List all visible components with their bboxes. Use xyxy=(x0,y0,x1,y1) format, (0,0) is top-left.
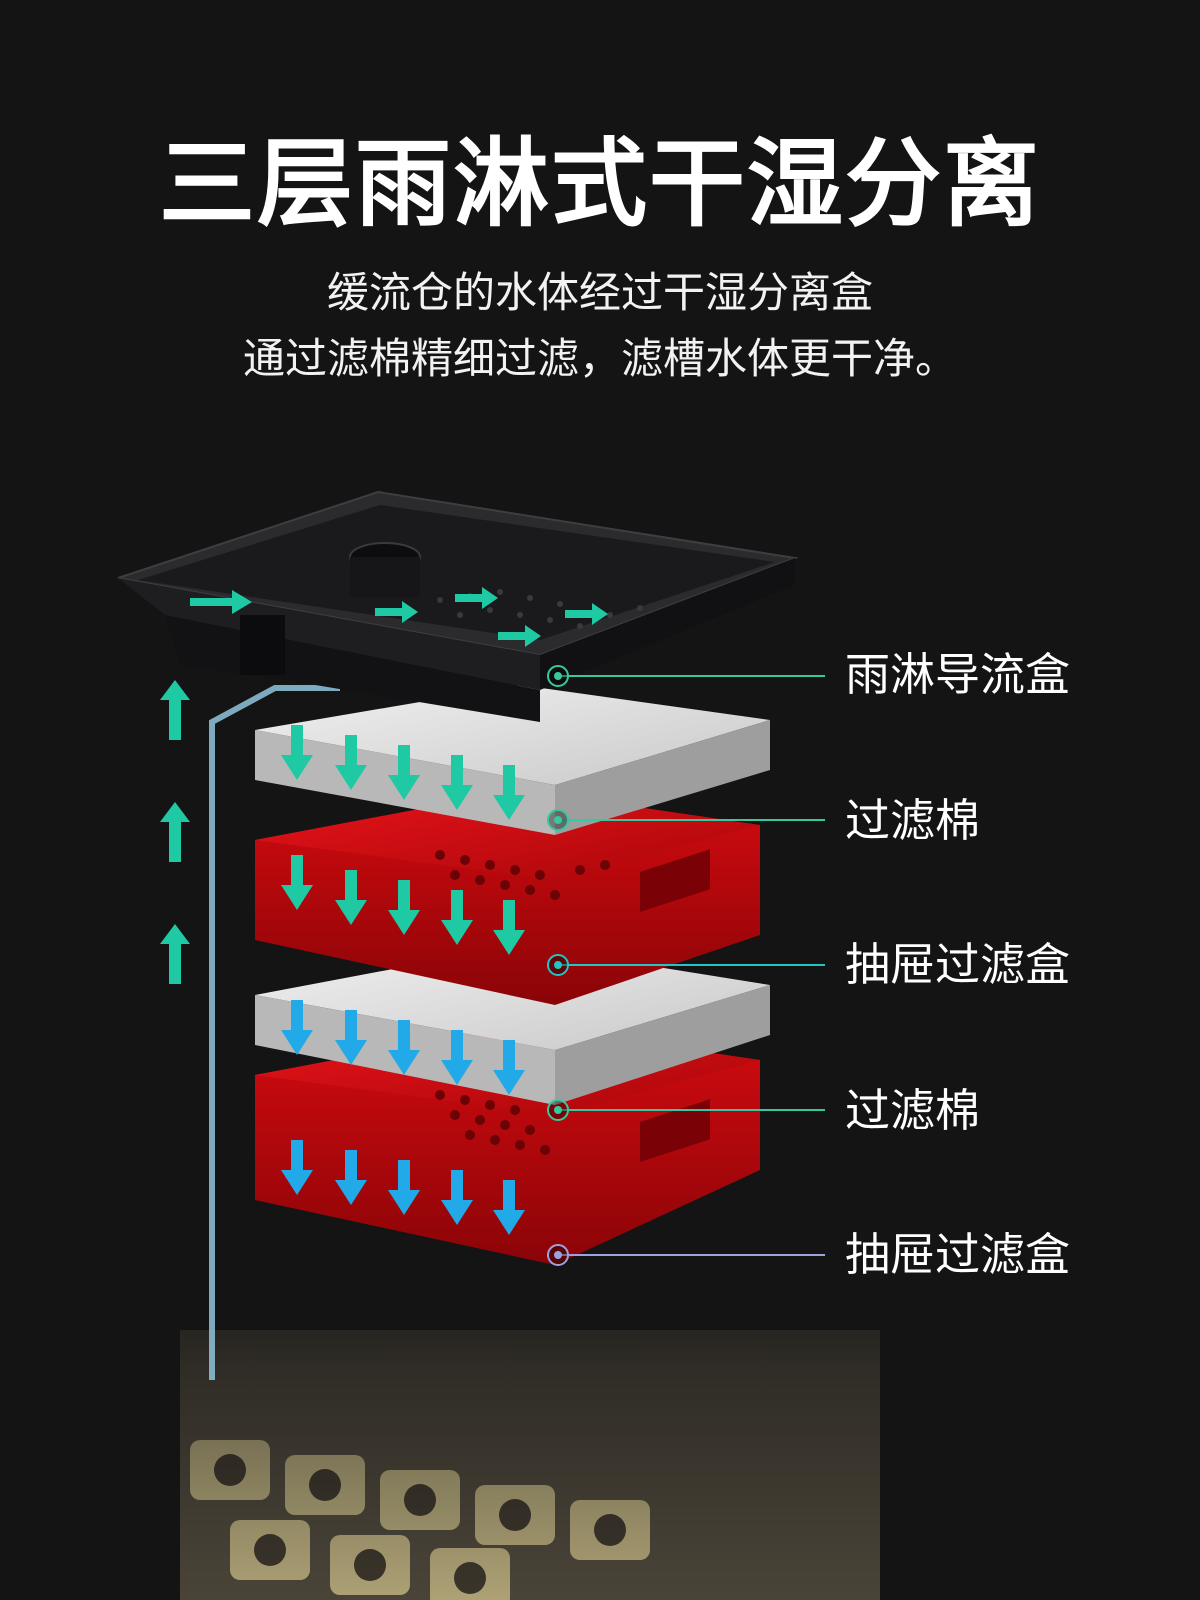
upward-flow-arrows xyxy=(160,680,190,984)
drawer-filter-box-1 xyxy=(255,790,760,1005)
rain-guide-tray xyxy=(117,490,799,722)
callout-marker-dot-3 xyxy=(554,961,562,969)
callout-marker-dot-2 xyxy=(554,816,562,824)
tray-flow-arrows xyxy=(190,587,608,647)
label-drawer-filter-box-2: 抽屉过滤盒 xyxy=(845,1228,1071,1281)
page-title: 三层雨淋式干湿分离 xyxy=(159,128,1041,240)
subtitle-line-1: 缓流仓的水体经过干湿分离盒 xyxy=(326,268,873,317)
callout-marker-dot-1 xyxy=(554,672,562,680)
downward-flow-arrows-lower xyxy=(281,1000,525,1235)
downward-flow-arrows-upper xyxy=(281,725,525,955)
label-drawer-filter-box-1: 抽屉过滤盒 xyxy=(845,938,1071,991)
callout-marker-dot-5 xyxy=(554,1251,562,1259)
label-filter-cotton-2: 过滤棉 xyxy=(845,1084,981,1137)
subtitle-line-2: 通过滤棉精细过滤，滤槽水体更干净。 xyxy=(242,334,957,383)
label-filter-cotton-1: 过滤棉 xyxy=(845,794,981,847)
callout-marker-dot-4 xyxy=(554,1106,562,1114)
return-pipe xyxy=(209,685,340,1380)
label-rain-guide-box: 雨淋导流盒 xyxy=(845,648,1071,701)
